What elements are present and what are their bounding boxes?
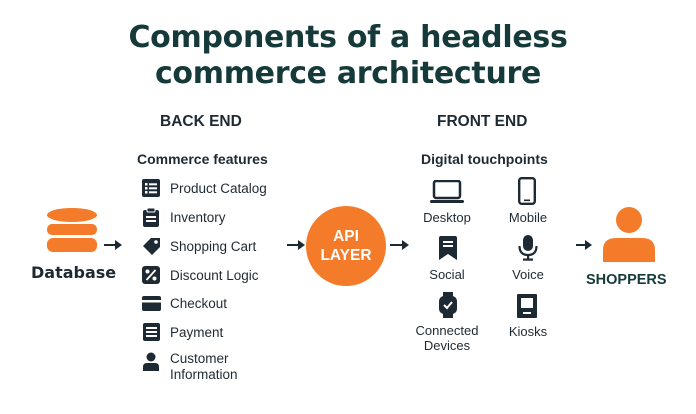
percent-icon [141,265,161,285]
arrow-touchpoints-to-shoppers [576,240,592,250]
touchpoint-mobile-label: Mobile [508,210,548,225]
feature-label: Payment [170,324,224,340]
database-icon [46,208,98,259]
touchpoint-desktop-label: Desktop [423,210,471,225]
connected-label-line-2: Devices [423,338,471,353]
feature-label-line-2: Information [170,367,238,382]
digital-touchpoints-heading: Digital touchpoints [421,151,548,167]
feature-label: Inventory [170,209,226,225]
feature-label: Discount Logic [170,267,259,283]
credit-card-icon [141,293,161,313]
feature-label: Shopping Cart [170,238,257,254]
touchpoint-social-label: Social [429,267,465,282]
microphone-icon [518,235,538,266]
feature-product-catalog: Product Catalog [141,178,267,198]
feature-label: Checkout [170,295,228,311]
touchpoint-kiosks-label: Kiosks [508,324,548,339]
feature-label: Customer Information [170,351,238,383]
front-end-heading: FRONT END [437,113,528,130]
database-label: Database [31,263,117,282]
shoppers-label: SHOPPERS [586,272,667,288]
feature-checkout: Checkout [141,293,227,313]
bookmark-icon [439,236,457,265]
title-line-2: commerce architecture [154,56,542,91]
feature-label-line-1: Customer [170,351,229,366]
feature-label: Product Catalog [170,180,267,196]
kiosk-icon [517,294,537,323]
api-layer-circle: API LAYER [306,206,386,286]
api-label-line-2: LAYER [320,247,372,264]
feature-payment: Payment [141,322,223,342]
diagram-title: Components of a headless commerce archit… [0,20,696,92]
touchpoint-connected-devices-label: Connected Devices [412,323,482,353]
smartwatch-icon [438,292,458,323]
feature-shopping-cart: Shopping Cart [141,236,256,256]
smartphone-icon [518,177,537,210]
api-label-line-1: API [333,228,359,245]
tag-icon [141,236,161,256]
document-icon [141,322,161,342]
user-icon [600,206,658,267]
arrow-features-to-api [287,240,305,250]
list-icon [141,178,161,198]
arrow-api-to-touchpoints [390,240,409,250]
feature-customer-information: Customer Information [141,351,238,382]
laptop-icon [430,179,464,209]
title-line-1: Components of a headless [128,20,568,55]
person-icon [141,351,161,371]
clipboard-icon [141,207,161,227]
arrow-database-to-features [104,240,122,250]
feature-discount-logic: Discount Logic [141,265,259,285]
back-end-heading: BACK END [160,113,242,130]
feature-inventory: Inventory [141,207,226,227]
connected-label-line-1: Connected [415,323,479,338]
commerce-features-heading: Commerce features [137,151,268,167]
touchpoint-voice-label: Voice [512,267,544,282]
